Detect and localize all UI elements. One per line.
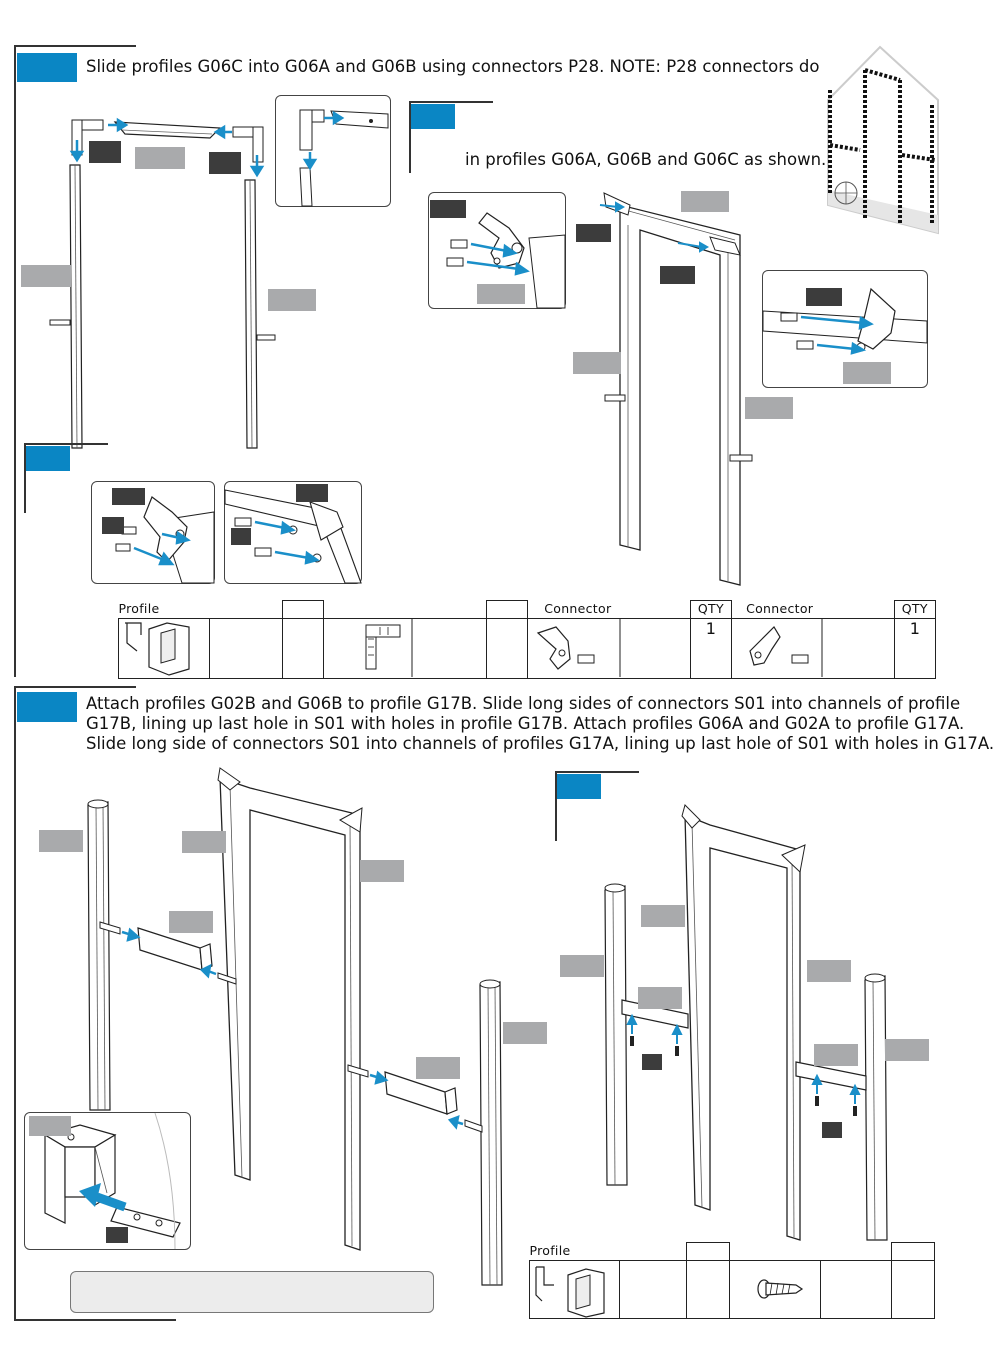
step1-corner-detail-panel	[275, 95, 391, 207]
step2b-assembled-drawing	[604, 804, 888, 1241]
parts2-cell-profile-image	[528, 1260, 621, 1319]
step1-frame-top	[14, 45, 136, 47]
step1c-part-label-c	[296, 484, 328, 502]
step1b-part-label-g06c	[681, 191, 729, 212]
step1-part-label-g06a	[21, 265, 71, 287]
step1c-frame-top	[24, 443, 108, 445]
parts2-header-profile: Profile	[529, 1242, 571, 1258]
parts-cell-connector-b-image	[731, 618, 895, 679]
step1-left-frame-drawing	[49, 117, 276, 449]
step2-instruction-line2: G17B, lining up last hole in S01 with ho…	[86, 714, 965, 733]
step1-frame-left	[14, 45, 16, 677]
step1c-number-badge	[26, 446, 70, 471]
step2-detail-label-s01	[106, 1227, 128, 1243]
step1c-detail-panel-left	[91, 481, 215, 584]
step1b-part-label-g06a	[573, 352, 621, 374]
step2-instruction-line1: Attach profiles G02B and G06B to profile…	[86, 694, 961, 713]
step1c-part-label-d	[231, 528, 251, 545]
step1-instruction: Slide profiles G06C into G06A and G06B u…	[86, 57, 820, 76]
step1b-number-badge	[411, 104, 455, 129]
step2-detail-label-top	[29, 1116, 71, 1136]
step1c-frame-left	[24, 443, 26, 513]
step2b-number-badge	[557, 774, 601, 799]
step2-frame-bottom	[14, 1319, 176, 1321]
step2b-part-label-g02b	[638, 987, 682, 1009]
step1b-part-label-connector-b	[576, 224, 611, 242]
parts-cell-profile-image	[118, 618, 210, 679]
parts-cell-connector-a-image	[527, 618, 691, 679]
step2-exploded-drawing	[87, 767, 503, 1286]
parts-qty-b: 1	[893, 618, 937, 679]
parts-header-qty-b: QTY	[893, 600, 937, 619]
step1b-assembled-frame-drawing	[599, 192, 753, 586]
step2-number-badge	[17, 692, 77, 722]
step1c-part-label-b	[102, 517, 124, 534]
step1-number-badge	[17, 53, 77, 82]
step2-part-label-g02b	[169, 911, 213, 933]
parts-qty-a: 1	[689, 618, 733, 679]
step1c-part-label-a	[112, 488, 145, 505]
step2b-frame-top	[555, 771, 639, 773]
step2-frame-top	[14, 686, 136, 688]
parts-header-connector-b: Connector	[746, 600, 814, 616]
parts2-cell-screw-image	[729, 1260, 822, 1319]
greenhouse-overview-thumbnail	[827, 45, 939, 235]
step2-part-label-g17a	[503, 1022, 547, 1044]
parts-header-connector-a: Connector	[544, 600, 612, 616]
step2b-part-label-g06b	[641, 905, 685, 927]
step1-part-label-g06b	[268, 289, 316, 311]
step2b-part-label-g02a	[814, 1044, 858, 1066]
step1-part-label-p28-left	[89, 141, 121, 163]
step2-frame-left	[14, 686, 16, 1320]
step2-note-box	[70, 1271, 434, 1313]
step1-part-label-p28-right	[209, 152, 241, 174]
step1-part-label-g06c	[135, 147, 185, 169]
parts-header-profile: Profile	[118, 600, 160, 616]
parts-header-qty-a: QTY	[689, 600, 733, 619]
step2b-part-label-g17b	[560, 955, 604, 977]
step1b-part-label-connector-a	[430, 200, 466, 218]
step2b-part-label-screw-a	[642, 1054, 662, 1070]
step2-part-label-g02a	[416, 1057, 460, 1079]
step2-parts-table: Profile	[528, 1242, 936, 1319]
step1b-frame-top	[409, 101, 493, 103]
step2-part-label-g06b	[182, 831, 226, 853]
step1b-part-label-connector-d	[806, 288, 842, 306]
step2b-part-label-g06a	[807, 960, 851, 982]
step1b-part-label-profile-b	[843, 362, 891, 384]
step2b-part-label-screw-b	[822, 1122, 842, 1138]
step2-instruction-line3: Slide long side of connectors S01 into c…	[86, 734, 994, 753]
step2-part-label-g17b	[39, 830, 83, 852]
step1b-instruction: in profiles G06A, G06B and G06C as shown…	[465, 150, 827, 169]
step1-parts-table: Profile Connector QTY Connector QTY	[118, 600, 937, 679]
step1b-part-label-g06b	[745, 397, 793, 419]
step1b-part-label-connector-c	[660, 266, 695, 284]
parts-cell-p28-image	[323, 618, 487, 679]
step2b-frame-left	[555, 771, 557, 841]
step1b-part-label-profile-a	[477, 284, 525, 304]
step2b-part-label-g17a	[885, 1039, 929, 1061]
step1b-frame-left	[409, 101, 411, 173]
step2-part-label-g06a	[360, 860, 404, 882]
